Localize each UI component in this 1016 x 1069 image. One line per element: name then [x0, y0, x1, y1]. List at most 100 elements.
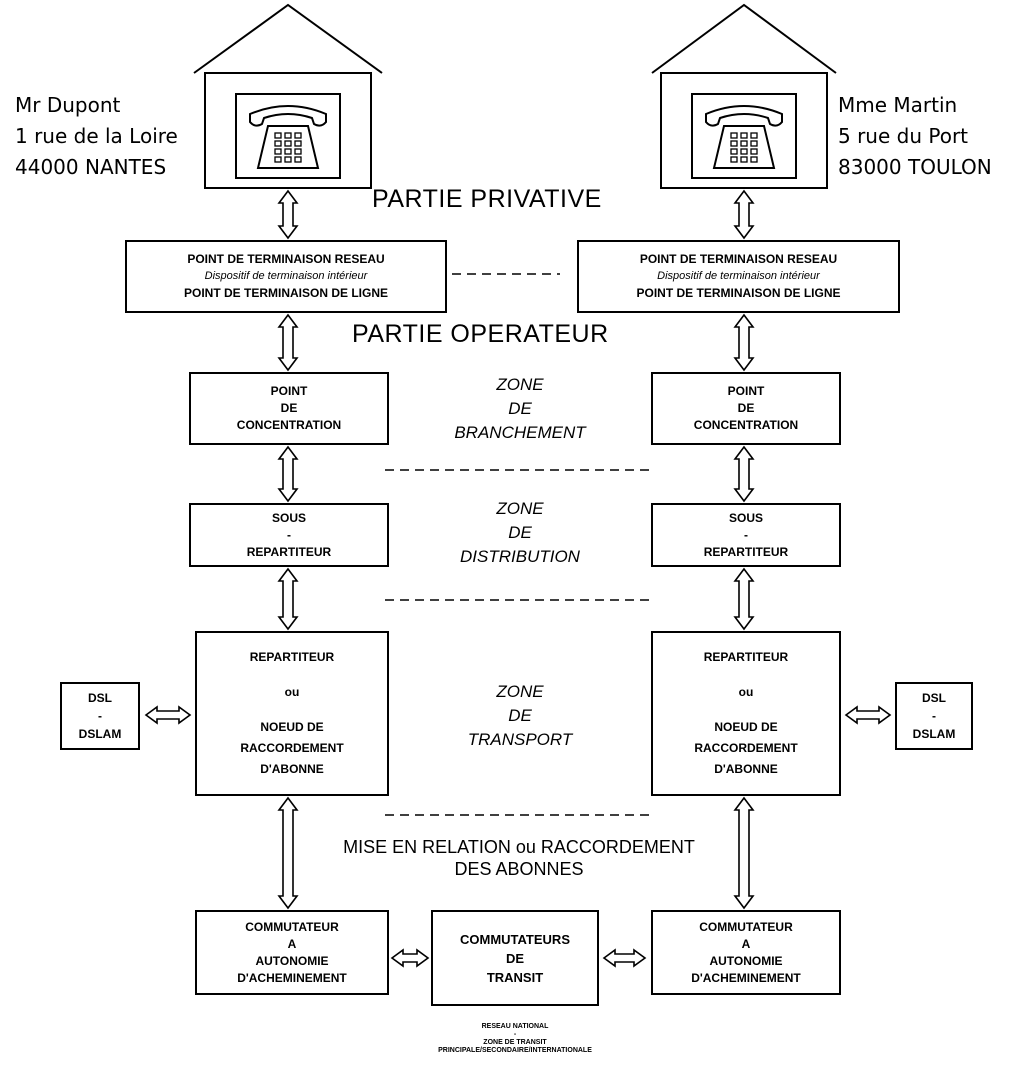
right-house-icon: [651, 3, 837, 189]
box-line: DSLAM: [912, 727, 956, 741]
connection-line: DES ABONNES: [454, 859, 584, 879]
box-line: ou: [738, 685, 754, 699]
double-arrow-icon: [733, 567, 755, 631]
box-line: DSL: [922, 691, 946, 705]
left-distributor-box: REPARTITEUR ou NOEUD DE RACCORDEMENT D'A…: [195, 631, 389, 796]
box-line: TRANSIT: [486, 969, 544, 985]
ptr-subtitle: Dispositif de terminaison intérieur: [657, 270, 820, 282]
ptr-title: POINT DE TERMINAISON RESEAU: [639, 252, 838, 266]
box-line: -: [287, 527, 291, 542]
vertical-arrows: [277, 189, 755, 910]
box-line: DSLAM: [78, 727, 122, 741]
left-network-termination-box: POINT DE TERMINAISON RESEAU Dispositif d…: [125, 240, 447, 313]
box-line: CONCENTRATION: [236, 418, 342, 432]
left-subscriber-name: Mr Dupont: [15, 93, 121, 117]
box-line: -: [932, 709, 936, 723]
ptr-line-title: POINT DE TERMINAISON DE LIGNE: [636, 286, 841, 300]
zone-line: DE: [508, 399, 532, 418]
box-line: D'ABONNE: [260, 762, 324, 776]
double-arrow-icon: [733, 445, 755, 503]
box-line: RACCORDEMENT: [240, 741, 344, 755]
right-subscriber-address: Mme Martin 5 rue du Port 83000 TOULON: [838, 90, 992, 183]
zone-branchement-label: ZONE DE BRANCHEMENT: [410, 373, 630, 445]
box-line: -: [98, 709, 102, 723]
box-line: COMMUTATEURS: [459, 931, 570, 947]
box-line: SOUS: [271, 510, 306, 525]
box-line: REPARTITEUR: [703, 650, 789, 664]
zone-line: BRANCHEMENT: [454, 423, 586, 442]
box-line: NOEUD DE: [260, 720, 324, 734]
double-arrow-icon: [277, 567, 299, 631]
left-subscriber-city: 44000 NANTES: [15, 155, 167, 179]
box-line: D'ACHEMINEMENT: [237, 970, 347, 985]
box-line: DE: [737, 401, 755, 415]
transit-switches-box: COMMUTATEURS DE TRANSIT: [431, 910, 599, 1006]
zone-line: TRANSPORT: [467, 730, 573, 749]
box-line: AUTONOMIE: [709, 953, 783, 968]
double-arrow-icon: [277, 796, 299, 910]
caption-line: ZONE DE TRANSIT: [483, 1039, 547, 1046]
double-arrow-icon: [144, 705, 192, 725]
zone-separators: [385, 273, 655, 816]
caption-line: RESEAU NATIONAL: [481, 1023, 549, 1030]
zone-distribution-label: ZONE DE DISTRIBUTION: [410, 497, 630, 569]
double-arrow-icon: [277, 189, 299, 240]
box-line: DSL: [88, 691, 112, 705]
left-autonomous-switch-box: COMMUTATEUR A AUTONOMIE D'ACHEMINEMENT: [195, 910, 389, 995]
box-line: POINT: [270, 384, 308, 398]
left-subscriber-address: Mr Dupont 1 rue de la Loire 44000 NANTES: [15, 90, 178, 183]
ptr-subtitle: Dispositif de terminaison intérieur: [204, 270, 368, 282]
right-autonomous-switch-box: COMMUTATEUR A AUTONOMIE D'ACHEMINEMENT: [651, 910, 841, 995]
horizontal-arrows: [144, 705, 892, 968]
box-line: COMMUTATEUR: [245, 919, 339, 934]
ptr-line-title: POINT DE TERMINAISON DE LIGNE: [183, 286, 388, 300]
box-line: DE: [505, 950, 525, 966]
box-line: A: [287, 936, 297, 951]
right-network-termination-box: POINT DE TERMINAISON RESEAU Dispositif d…: [577, 240, 900, 313]
right-dslam-box: DSL - DSLAM: [895, 682, 973, 750]
connection-line: MISE EN RELATION ou RACCORDEMENT: [343, 837, 695, 857]
double-arrow-icon: [390, 948, 430, 968]
national-network-caption: RESEAU NATIONAL - ZONE DE TRANSIT PRINCI…: [385, 1023, 645, 1055]
left-phone-icon: [249, 105, 327, 169]
box-line: CONCENTRATION: [693, 418, 799, 432]
right-distributor-box: REPARTITEUR ou NOEUD DE RACCORDEMENT D'A…: [651, 631, 841, 796]
double-arrow-icon: [733, 796, 755, 910]
double-arrow-icon: [733, 313, 755, 372]
double-arrow-icon: [277, 313, 299, 372]
box-line: D'ABONNE: [714, 762, 778, 776]
box-line: DE: [280, 401, 298, 415]
box-line: REPARTITEUR: [246, 544, 332, 559]
zone-line: DE: [508, 523, 532, 542]
box-line: SOUS: [728, 510, 763, 525]
subscriber-connection-label: MISE EN RELATION ou RACCORDEMENT DES ABO…: [309, 836, 729, 880]
double-arrow-icon: [277, 445, 299, 503]
private-part-title: PARTIE PRIVATIVE: [372, 185, 602, 213]
right-subscriber-name: Mme Martin: [838, 93, 958, 117]
left-concentration-point-box: POINT DE CONCENTRATION: [189, 372, 389, 445]
double-arrow-icon: [602, 948, 647, 968]
box-line: A: [741, 936, 751, 951]
left-subscriber-street: 1 rue de la Loire: [15, 124, 178, 148]
ptr-title: POINT DE TERMINAISON RESEAU: [187, 252, 385, 266]
box-line: POINT: [727, 384, 765, 398]
right-sub-distributor-box: SOUS - REPARTITEUR: [651, 503, 841, 567]
box-line: ou: [284, 685, 300, 699]
box-line: REPARTITEUR: [703, 544, 789, 559]
double-arrow-icon: [844, 705, 892, 725]
operator-part-title: PARTIE OPERATEUR: [352, 320, 609, 348]
box-line: D'ACHEMINEMENT: [691, 970, 801, 985]
zone-line: ZONE: [496, 375, 544, 394]
box-line: REPARTITEUR: [249, 650, 335, 664]
zone-transport-label: ZONE DE TRANSPORT: [410, 680, 630, 752]
caption-line: -: [513, 1031, 517, 1038]
zone-line: DISTRIBUTION: [460, 547, 580, 566]
left-dslam-box: DSL - DSLAM: [60, 682, 140, 750]
double-arrow-icon: [733, 189, 755, 240]
box-line: RACCORDEMENT: [694, 741, 798, 755]
box-line: NOEUD DE: [714, 720, 778, 734]
zone-line: DE: [508, 706, 532, 725]
zone-line: ZONE: [496, 499, 544, 518]
box-line: COMMUTATEUR: [699, 919, 793, 934]
